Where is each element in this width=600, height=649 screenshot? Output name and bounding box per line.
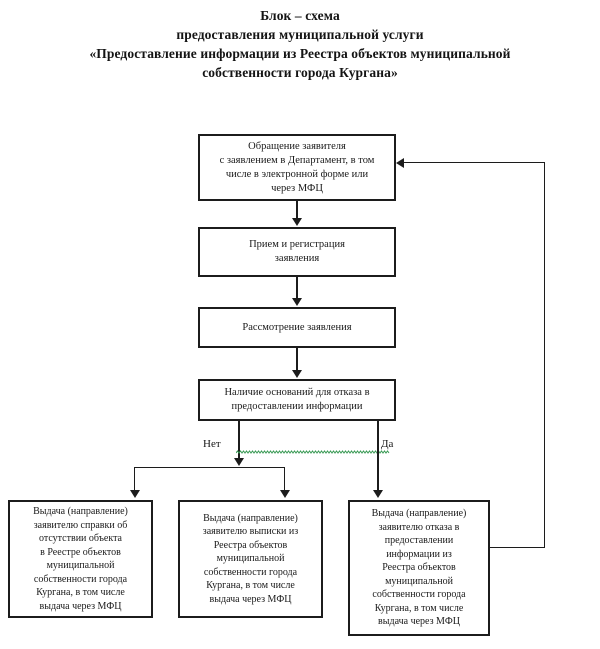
feedback-loop-right <box>544 162 545 548</box>
feedback-loop-arrow <box>396 158 404 168</box>
feedback-loop-bottom <box>490 547 545 548</box>
node-review-application: Рассмотрение заявления <box>198 307 396 348</box>
title-line-4: собственности города Кургана» <box>202 65 398 80</box>
branch-no-split-bar <box>134 467 285 468</box>
branch-label-no: Нет <box>203 438 221 450</box>
connector-n3-n4-line <box>296 348 298 371</box>
spellcheck-squiggle <box>236 450 390 454</box>
connector-n1-n2-arrow <box>292 218 302 226</box>
page-title: Блок – схема предоставления муниципально… <box>0 6 600 82</box>
branch-no-right-drop <box>284 467 285 491</box>
node-refusal-grounds-decision-text: Наличие оснований для отказа в предостав… <box>224 387 370 412</box>
connector-n2-n3-line <box>296 277 298 299</box>
branch-label-yes: Да <box>381 438 394 450</box>
node-issue-extract-text: Выдача (направление) заявителю выписки и… <box>202 512 299 605</box>
node-issue-extract: Выдача (направление) заявителю выписки и… <box>178 500 323 618</box>
node-applicant-request: Обращение заявителя с заявлением в Депар… <box>198 134 396 201</box>
branch-yes-line <box>377 421 379 491</box>
feedback-loop-top <box>404 162 545 163</box>
branch-no-left-drop <box>134 467 135 491</box>
connector-n1-n2-line <box>296 201 298 219</box>
node-receive-register-text: Прием и регистрация заявления <box>249 239 345 264</box>
title-line-2: предоставления муниципальной услуги <box>176 27 424 42</box>
branch-no-left-arrow <box>130 490 140 498</box>
node-issue-refusal-text: Выдача (направление) заявителю отказа в … <box>371 508 467 628</box>
node-issue-absence-certificate: Выдача (направление) заявителю справки о… <box>8 500 153 618</box>
node-issue-refusal: Выдача (направление) заявителю отказа в … <box>348 500 490 636</box>
branch-no-arrow <box>234 458 244 466</box>
node-review-application-text: Рассмотрение заявления <box>242 321 352 333</box>
node-applicant-request-text: Обращение заявителя с заявлением в Депар… <box>219 140 375 194</box>
node-receive-register: Прием и регистрация заявления <box>198 227 396 277</box>
node-issue-absence-certificate-text: Выдача (направление) заявителю справки о… <box>33 506 128 612</box>
branch-yes-arrow <box>373 490 383 498</box>
title-line-3: «Предоставление информации из Реестра об… <box>89 46 511 61</box>
title-line-1: Блок – схема <box>260 8 340 23</box>
branch-no-right-arrow <box>280 490 290 498</box>
branch-no-line <box>238 421 240 459</box>
node-refusal-grounds-decision: Наличие оснований для отказа в предостав… <box>198 379 396 421</box>
connector-n2-n3-arrow <box>292 298 302 306</box>
connector-n3-n4-arrow <box>292 370 302 378</box>
